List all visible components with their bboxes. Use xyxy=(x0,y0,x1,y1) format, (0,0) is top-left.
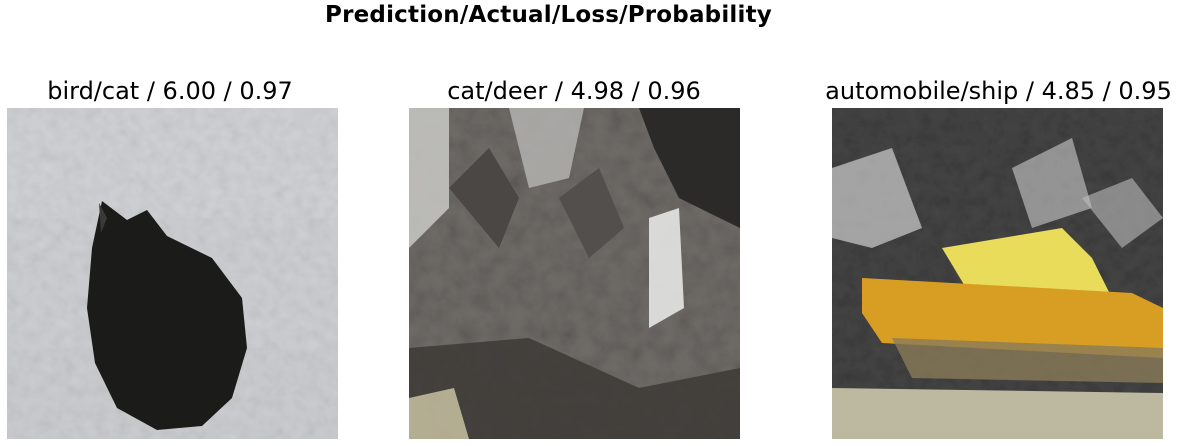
tabby-cat-image xyxy=(409,108,740,439)
yellow-boat-image xyxy=(832,108,1163,439)
figure-title: Prediction/Actual/Loss/Probability xyxy=(325,2,772,28)
panel-title-3: automobile/ship / 4.85 / 0.95 xyxy=(825,77,1172,105)
panel-title-1: bird/cat / 6.00 / 0.97 xyxy=(47,77,293,105)
panel-image-1 xyxy=(7,108,338,439)
panel-image-2 xyxy=(409,108,740,439)
panel-title-2: cat/deer / 4.98 / 0.96 xyxy=(447,77,701,105)
cat-silhouette-image xyxy=(7,108,338,439)
panel-image-3 xyxy=(832,108,1163,439)
